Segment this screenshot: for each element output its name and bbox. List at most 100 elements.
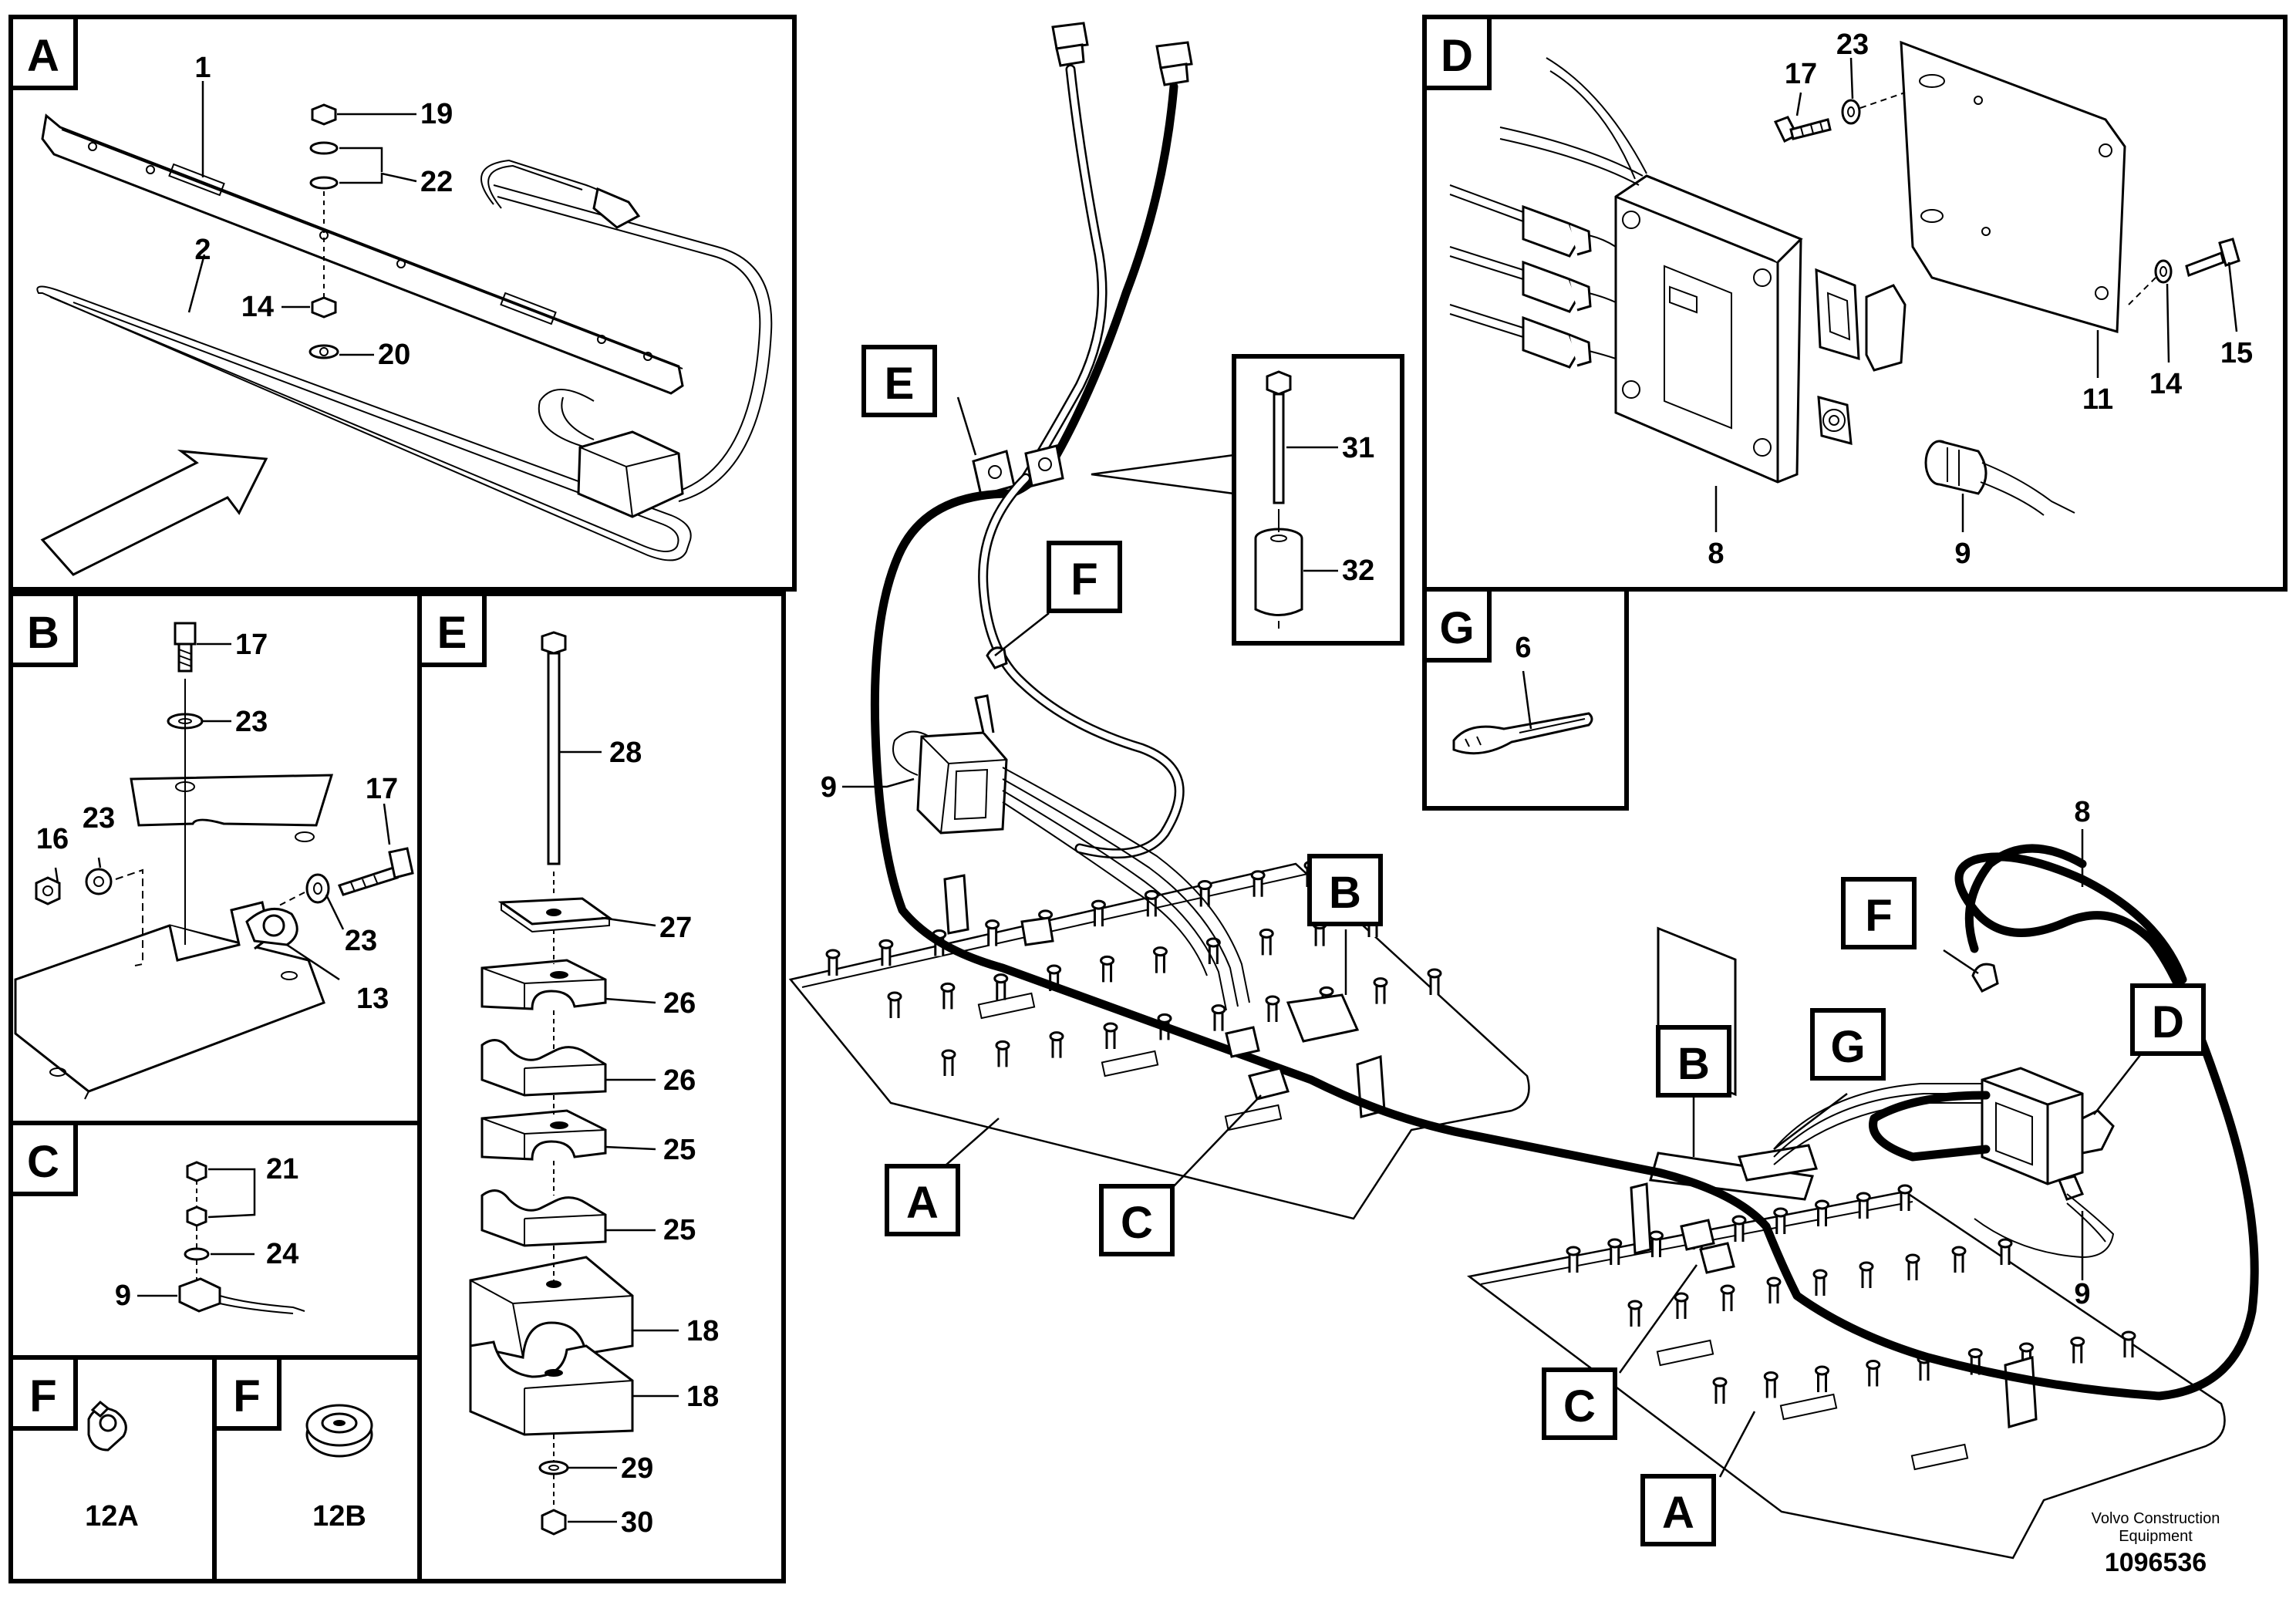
inset-spacer: 31 32 [1091, 354, 1404, 646]
stud-bolt-head [1812, 1269, 1828, 1280]
clip-12a-icon [87, 1400, 127, 1452]
label-9-main-right: 9 [2074, 1278, 2090, 1310]
clamp-26a [480, 959, 607, 1010]
stud-bolt-head [995, 1040, 1010, 1050]
grommet-12b-icon [305, 1404, 373, 1458]
stud-bolt-head [1731, 1215, 1747, 1226]
panel-e: E [417, 592, 786, 1583]
callout-f-right: F [1865, 891, 1892, 941]
label-23-left: 23 [83, 802, 115, 835]
direction-arrow-icon [40, 450, 268, 576]
label-23-top: 23 [235, 706, 268, 738]
mounting-bracket [41, 113, 684, 395]
stud-bolt-head [1049, 1031, 1064, 1042]
clamp-25a [480, 1109, 607, 1161]
label-1: 1 [194, 52, 211, 84]
callout-c-right: C [1563, 1381, 1596, 1431]
stud-bolt-head [1100, 955, 1115, 966]
label-18-b: 18 [686, 1381, 719, 1413]
label-14-d: 14 [2149, 368, 2182, 400]
label-20: 20 [378, 339, 410, 371]
stud-bolt-head [878, 939, 894, 949]
panel-e-tag: E [437, 608, 467, 658]
drawing-number: 1096536 [2105, 1548, 2207, 1577]
stud-bolt-head [1951, 1246, 1967, 1256]
callout-b-left: B [1329, 868, 1361, 918]
stud-bolt-head [1144, 889, 1159, 900]
stud-bolt-head [1773, 1207, 1789, 1218]
label-8-d: 8 [1708, 538, 1724, 570]
junction-box-right [1981, 1067, 2115, 1201]
stud-bolt-head [825, 949, 841, 959]
stud-bolt-head [1815, 1365, 1829, 1376]
label-9-main-left: 9 [821, 771, 837, 804]
panel-g: G 6 [1422, 587, 1629, 811]
label-17-top: 17 [235, 629, 268, 661]
stud-bolt-head [1649, 1230, 1664, 1241]
label-27: 27 [659, 912, 692, 944]
plug-icon-1 [1522, 204, 1592, 258]
mounting-plate [1900, 40, 2126, 333]
panel-g-tag: G [1439, 603, 1474, 653]
label-31: 31 [1342, 432, 1374, 464]
panel-a-tag: A [27, 31, 59, 81]
stud-bolt-head [1905, 1253, 1920, 1264]
callout-f-left: F [1070, 555, 1097, 605]
label-26-b: 26 [663, 1064, 696, 1097]
stud-bolt-head [1250, 870, 1266, 881]
stud-bolt-head [941, 1049, 956, 1060]
label-8-main-right: 8 [2074, 796, 2090, 828]
panel-b-tag: B [27, 608, 59, 658]
slots [977, 992, 1969, 1471]
stud-bolt-head [1211, 1004, 1226, 1015]
stud-bolt-head [1674, 1292, 1689, 1303]
panel-a: A [8, 15, 797, 592]
label-11-d: 11 [2082, 383, 2113, 416]
label-2: 2 [194, 234, 211, 266]
panel-f2-tag: F [233, 1371, 260, 1421]
stud-bolt-head [1265, 995, 1280, 1006]
stud-bolt-head [1866, 1360, 1881, 1370]
clamp-26b [480, 1039, 607, 1097]
stud-bolt-head [1720, 1284, 1735, 1295]
footer: Volvo Construction Equipment 1096536 [2092, 1510, 2220, 1577]
label-25-a: 25 [663, 1134, 696, 1166]
stud-bolt-head [1815, 1199, 1829, 1210]
main-labels: 9 8 9 [821, 771, 2091, 1310]
base-plate-left [788, 862, 1530, 1220]
strap-loop [36, 285, 692, 561]
bolt-row-right [1566, 1184, 2136, 1404]
callouts: E F B A C F B G D C A [861, 345, 2206, 1546]
company-line-1: Volvo Construction [2092, 1510, 2220, 1527]
base-plate-right [1467, 1190, 2226, 1560]
stud-bolt-head [2070, 1337, 2085, 1347]
label-32: 32 [1342, 555, 1374, 587]
label-9-c: 9 [115, 1280, 131, 1312]
label-28: 28 [609, 737, 642, 769]
stud-bolt-head [1197, 880, 1212, 891]
connector-top-right-icon [1155, 41, 1193, 86]
cable-tie-icon [1452, 712, 1593, 755]
panel-f1-tag: F [29, 1371, 56, 1421]
label-12a: 12A [85, 1500, 139, 1533]
connector-top-left-icon [1051, 22, 1089, 67]
stud-bolt-head [1566, 1246, 1581, 1256]
stud-bolt-head [1047, 964, 1062, 975]
stud-bolt-head [1103, 1022, 1118, 1033]
stud-bolt-head [985, 919, 1000, 930]
label-9-d: 9 [1954, 538, 1971, 570]
hardware-stack-a [308, 103, 339, 359]
stud-bolt-head [2121, 1330, 2136, 1341]
stud-bolt-head [2019, 1342, 2034, 1353]
round-connector-icon [1924, 440, 1988, 495]
callout-a-left: A [906, 1178, 939, 1228]
callout-c-left: C [1121, 1198, 1153, 1248]
plug-icon-3 [1522, 315, 1592, 369]
stud-bolt-head [1607, 1238, 1623, 1249]
stud-bolt-head [1259, 928, 1274, 939]
label-19: 19 [420, 98, 453, 130]
callout-g-right: G [1830, 1022, 1865, 1072]
main-assembly [788, 22, 2259, 1560]
sensor-box [577, 430, 684, 518]
